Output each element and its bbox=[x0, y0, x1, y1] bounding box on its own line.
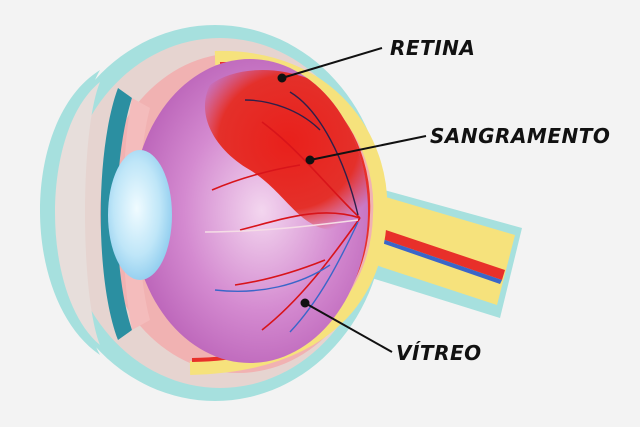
arteries bbox=[211, 121, 361, 331]
leader-lines bbox=[277, 47, 427, 353]
vitreous-leader-dot bbox=[300, 298, 310, 308]
bleeding-leader-line bbox=[309, 135, 427, 161]
hemorrhage bbox=[205, 70, 368, 231]
veins-blue bbox=[214, 221, 359, 333]
vitreous-leader-line bbox=[304, 302, 393, 353]
retina-label: RETINA bbox=[390, 36, 476, 60]
cornea bbox=[55, 82, 100, 345]
retina-leader-dot bbox=[277, 73, 287, 83]
vitreous-label: VÍTREO bbox=[396, 341, 482, 365]
veins-dark bbox=[244, 91, 359, 216]
pale-vessel bbox=[204, 219, 359, 233]
retina-leader-line bbox=[281, 47, 383, 79]
bleeding-label: SANGRAMENTO bbox=[430, 124, 611, 148]
bleeding-leader-dot bbox=[305, 155, 315, 165]
lens bbox=[108, 150, 172, 280]
